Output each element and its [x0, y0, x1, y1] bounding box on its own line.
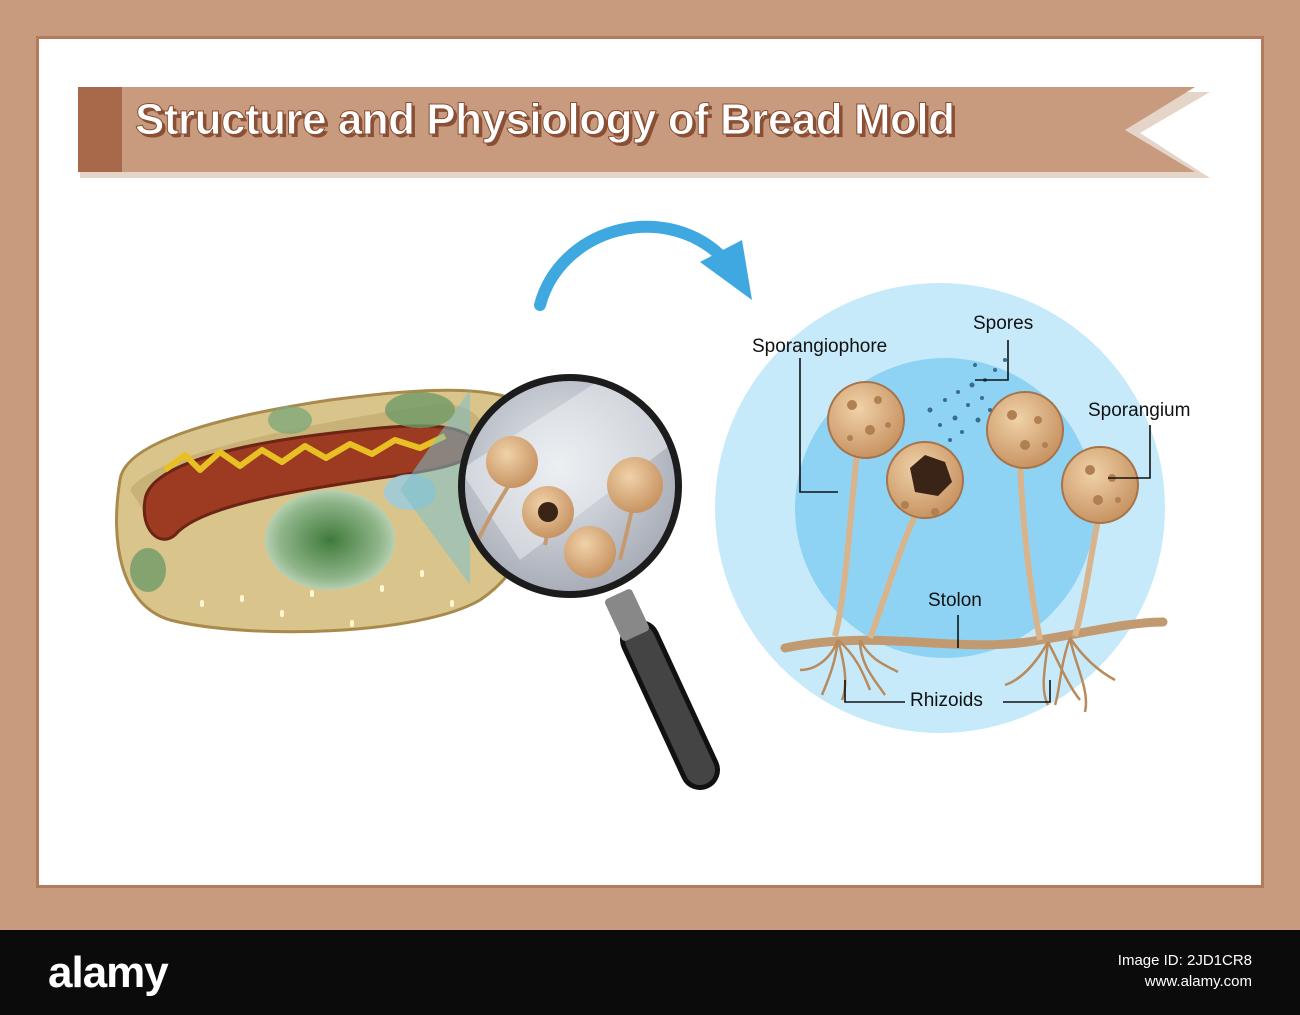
- image-id-text: Image ID: 2JD1CR8: [1117, 952, 1252, 969]
- label-spores: Spores: [973, 313, 1034, 334]
- label-sporangium: Sporangium: [1088, 400, 1191, 421]
- sporangiophore-leader: [799, 358, 838, 493]
- site-url-text: www.alamy.com: [1144, 973, 1252, 990]
- spores-leader: [975, 340, 1009, 381]
- watermark-footer: [0, 930, 1300, 1015]
- page-title: Structure and Physiology of Bread Mold: [135, 95, 956, 145]
- title-banner-band: [78, 87, 1195, 172]
- watermark-logo: alamy: [48, 948, 169, 997]
- watermark-meta: Image ID: 2JD1CR8 www.alamy.com: [1118, 952, 1252, 990]
- label-rhizoids: Rhizoids: [910, 690, 983, 711]
- rhizoids-leader-right: [1003, 680, 1051, 703]
- mold-structure-diagram: [715, 283, 1168, 733]
- moldy-hotdog: [115, 388, 549, 634]
- sporangium-leader: [1108, 425, 1151, 479]
- title-banner: [78, 87, 1210, 178]
- diagram-scene: [78, 87, 1210, 790]
- label-stolon: Stolon: [928, 590, 982, 611]
- curved-arrow-icon: [534, 220, 752, 311]
- label-sporangiophore: Sporangiophore: [752, 336, 888, 357]
- rhizoids-leader-left: [844, 680, 905, 703]
- magnifying-glass-icon: [458, 374, 720, 790]
- title-banner-tab: [78, 87, 122, 172]
